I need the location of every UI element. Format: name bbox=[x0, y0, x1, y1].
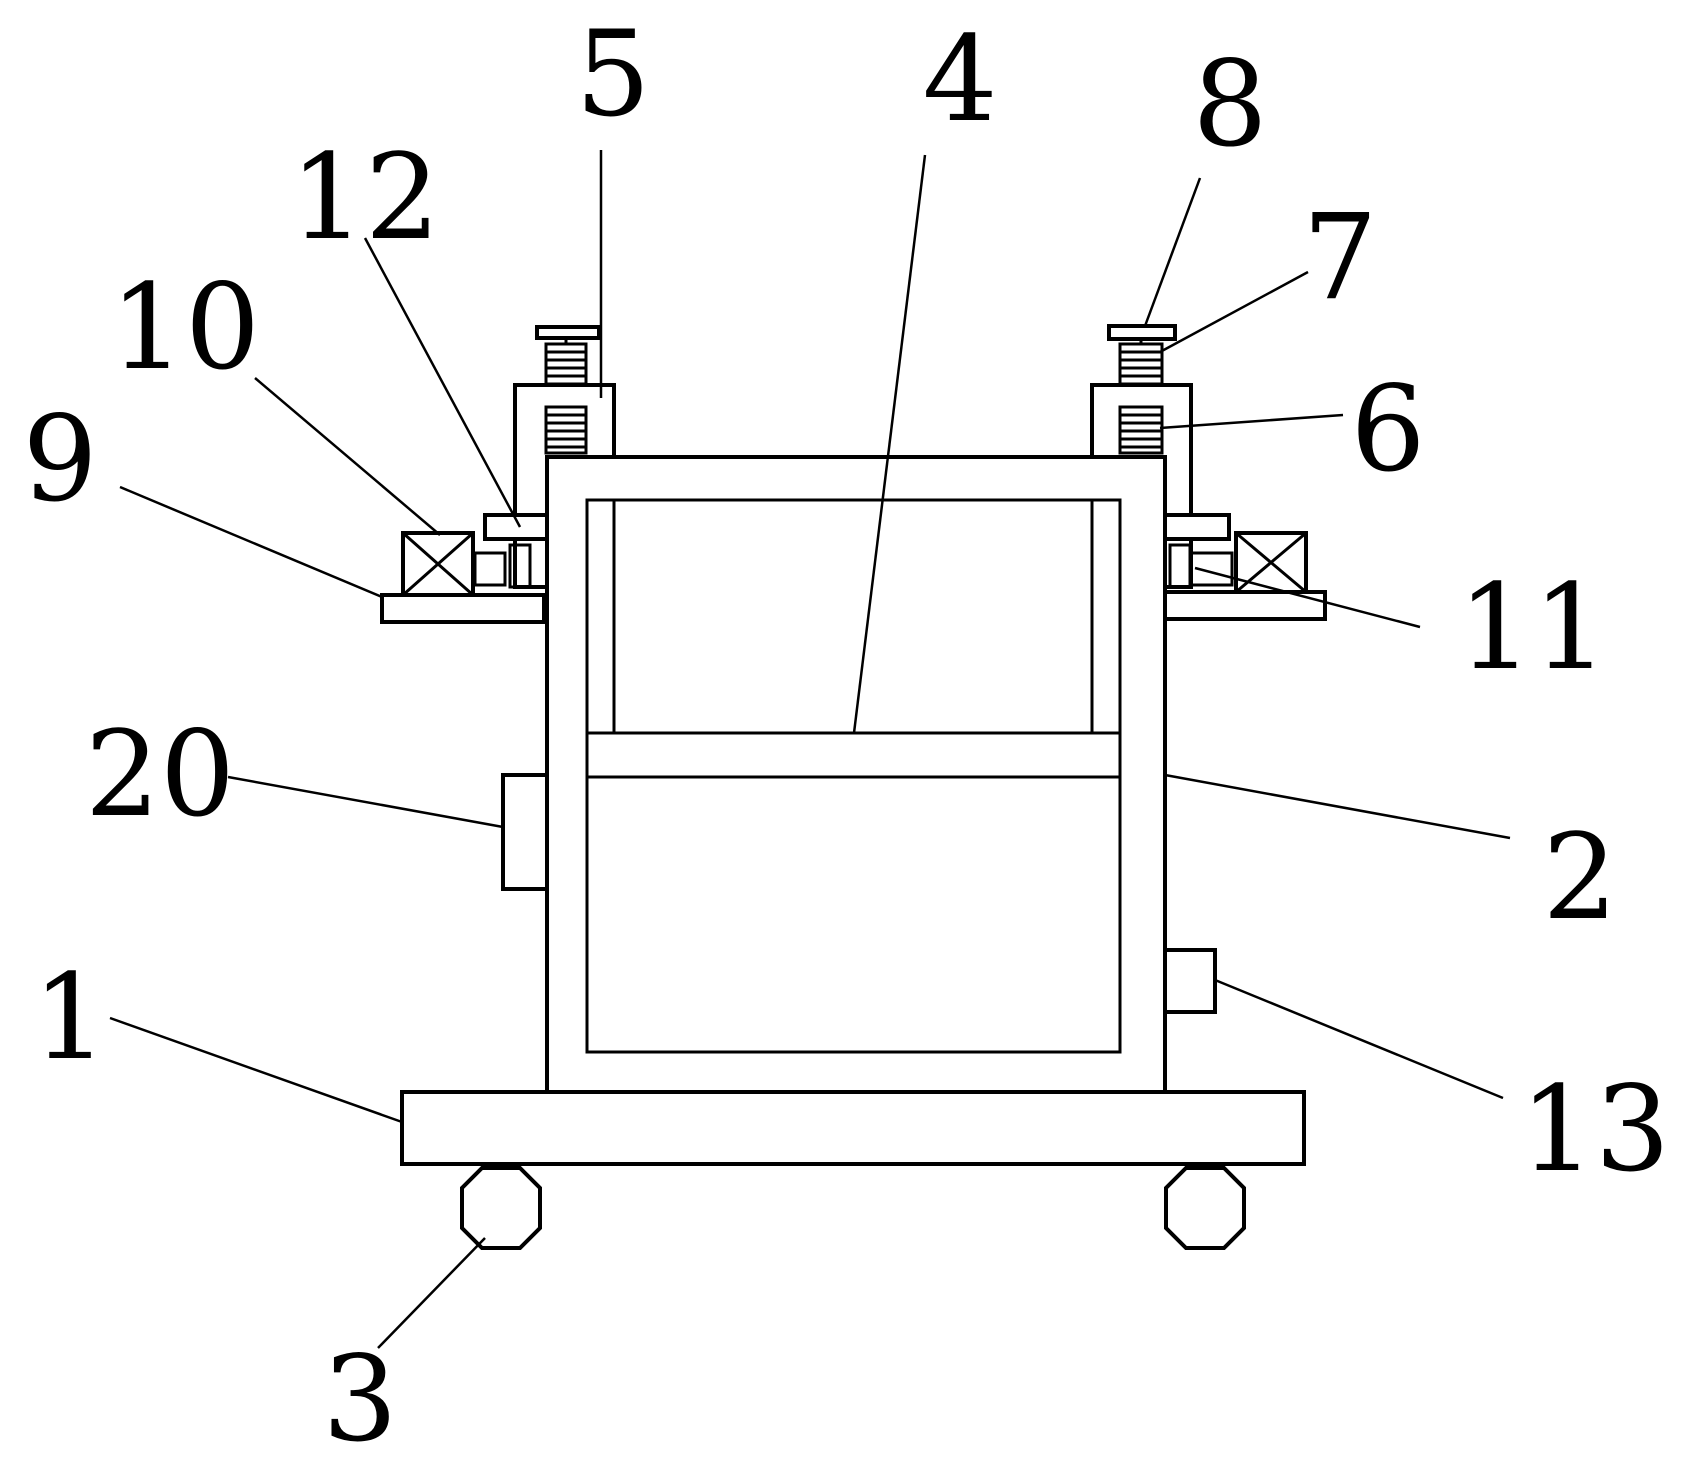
label-13: 13 bbox=[1520, 1060, 1670, 1198]
wheel-left bbox=[460, 1166, 542, 1250]
label-2: 2 bbox=[1542, 808, 1617, 946]
leader-6 bbox=[1159, 413, 1344, 430]
leader-2 bbox=[1164, 773, 1511, 840]
control-box bbox=[501, 773, 549, 891]
leader-7 bbox=[1159, 270, 1309, 354]
label-8: 8 bbox=[1192, 35, 1267, 173]
label-20: 20 bbox=[85, 705, 235, 843]
leader-4 bbox=[852, 154, 927, 734]
cap-right bbox=[1107, 324, 1177, 341]
main-frame bbox=[545, 455, 1167, 1094]
base-plate bbox=[400, 1090, 1306, 1166]
label-12: 12 bbox=[290, 128, 440, 266]
clamp-plate-right bbox=[1163, 513, 1231, 541]
label-6: 6 bbox=[1350, 360, 1425, 498]
clamp-stem-left bbox=[508, 543, 532, 589]
clamp-stem-right bbox=[1168, 543, 1192, 589]
spring-upper-left bbox=[544, 338, 588, 386]
leader-20 bbox=[227, 775, 504, 829]
leader-10 bbox=[254, 377, 441, 536]
clamp-cross-left-b bbox=[402, 531, 474, 597]
leader-3 bbox=[377, 1237, 486, 1349]
leader-11 bbox=[1194, 566, 1421, 629]
label-11: 11 bbox=[1458, 558, 1608, 696]
leader-12 bbox=[363, 237, 522, 528]
clamp-rod-left bbox=[473, 551, 507, 587]
side-plate-left bbox=[380, 593, 546, 624]
leader-13 bbox=[1214, 978, 1504, 1100]
leader-8 bbox=[1143, 177, 1202, 327]
side-switch bbox=[1163, 948, 1217, 1014]
label-1: 1 bbox=[32, 948, 107, 1086]
leader-1 bbox=[109, 1016, 403, 1124]
spring-lower-left bbox=[544, 405, 588, 455]
storage-box bbox=[585, 775, 1122, 1054]
spring-upper-right bbox=[1118, 339, 1164, 386]
label-7: 7 bbox=[1302, 188, 1377, 326]
wheel-right bbox=[1164, 1166, 1246, 1250]
label-9: 9 bbox=[22, 390, 97, 528]
leader-9 bbox=[119, 485, 383, 599]
label-10: 10 bbox=[110, 258, 260, 396]
cap-left bbox=[535, 325, 601, 340]
label-3: 3 bbox=[322, 1330, 397, 1458]
spring-lower-right bbox=[1118, 405, 1164, 455]
label-4: 4 bbox=[922, 10, 997, 148]
label-5: 5 bbox=[575, 5, 650, 143]
